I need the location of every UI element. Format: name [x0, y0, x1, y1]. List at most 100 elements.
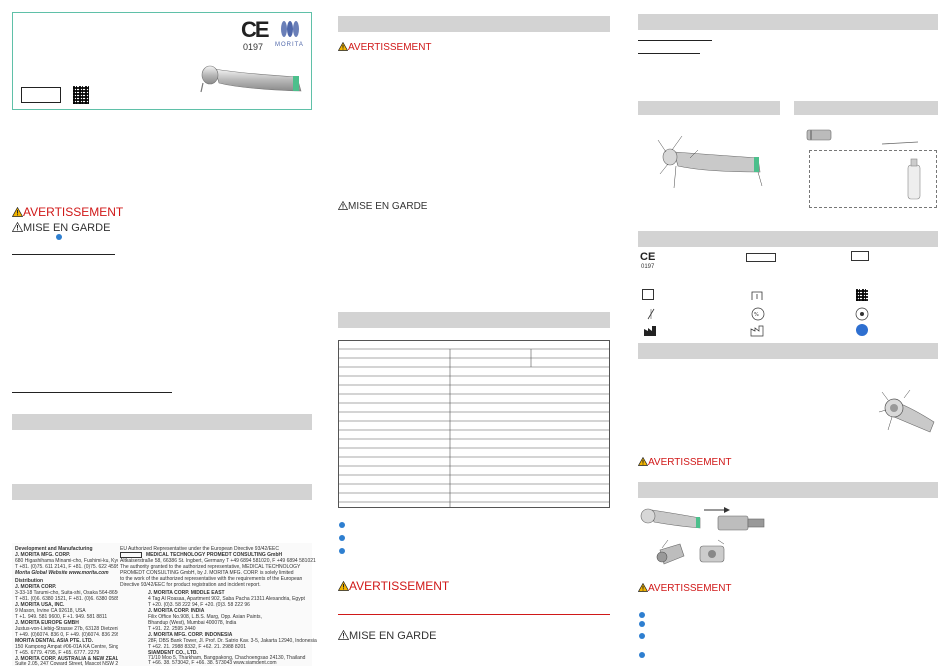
underline-rule [12, 254, 115, 255]
ce-symbol-number: 0197 [641, 264, 655, 270]
section-header-bar [638, 482, 938, 498]
caution-heading: MISE EN GARDE [338, 626, 436, 644]
office-phone: T +20. (0)3. 58 222 94, F +20. (0)3. 58 … [148, 602, 250, 608]
caution-legend: MISE EN GARDE [12, 218, 110, 236]
maker-phone: T +81. (0)75. 611 2141, F +81. (0)75. 62… [15, 564, 120, 570]
warning-triangle-icon [638, 583, 648, 592]
office-address: Filix Office No.908, L.B.S. Marg, Opp. A… [148, 614, 262, 620]
distributor-phone: T +65. 6779. 4795, F +65. 6777. 2279 [15, 650, 100, 656]
instruction-book-icon [642, 289, 654, 300]
section-header-bar [638, 14, 938, 30]
underline-rule [638, 53, 700, 54]
office-address: Bhandup (West), Mumbai 400078, India [148, 620, 237, 626]
info-icon [56, 234, 62, 240]
caution-triangle-icon [338, 630, 349, 640]
warning-label: AVERTISSEMENT [648, 457, 732, 468]
eu-heading: EU Authorized Representative under the E… [120, 546, 279, 552]
warning-label: AVERTISSEMENT [348, 42, 432, 53]
accessory-tool [880, 133, 920, 145]
warning-label: AVERTISSEMENT [648, 583, 732, 594]
info-icon [639, 652, 645, 658]
warning-heading: AVERTISSEMENT [638, 578, 732, 596]
accessory-dashed-box [809, 150, 937, 208]
distributor-address: Suite 2.05, 247 Coward Street, Mascot NS… [15, 661, 149, 667]
distribution-heading: Distribution [15, 578, 44, 584]
distributor-name: J. MORITA EUROPE GMBH [15, 620, 79, 626]
office-name: J. MORITA CORP. MIDDLE EAST [148, 590, 225, 596]
serial-number-symbol-icon [851, 251, 869, 261]
brand-name: MORITA [275, 42, 304, 48]
morita-logo-icon [279, 19, 301, 39]
office-phone: T +66. 38. 573042, F +66. 38. 573043 www… [148, 660, 277, 666]
distributor-address: 3-33-18 Tarumi-cho, Suita-shi, Osaka 564… [15, 590, 137, 596]
maker-name: J. MORITA MFG. CORP. [15, 552, 71, 558]
distributor-name: J. MORITA CORP. [15, 584, 57, 590]
office-address: 28F, DBS Bank Tower, Jl. Prof. Dr. Satri… [148, 638, 317, 644]
manufacturer-icon [643, 324, 657, 336]
qr-code [73, 86, 89, 104]
warning-triangle-icon [338, 581, 349, 591]
datamatrix-icon [856, 289, 868, 301]
office-name: J. MORITA MFG. CORP. INDONESIA [148, 632, 233, 638]
caution-label: MISE EN GARDE [349, 630, 437, 642]
ce-symbol: CE [640, 251, 656, 263]
distributor-address: Justus-von-Liebig-Strasse 27b, 63128 Die… [15, 626, 152, 632]
section-header-bar [638, 231, 938, 247]
info-icon [339, 535, 345, 541]
cover-panel: CE 0197 MORITA [12, 12, 312, 110]
caution-label: MISE EN GARDE [23, 222, 111, 234]
eu-note: The authority granted to the authorized … [120, 564, 301, 570]
office-name: SIAMDENT CO., LTD. [148, 650, 198, 656]
eu-rep-address: Altkaiserstraße 58, 66386 St. Ingbert, G… [120, 558, 316, 564]
caution-triangle-icon [12, 222, 23, 232]
office-address: 71/10 Moo 5, Tharkham, Bangpakong, Chach… [148, 655, 306, 661]
office-phone: T +62. 21. 2988 8332, F +62. 21. 2988 82… [148, 644, 247, 650]
notified-body-number: 0197 [243, 42, 264, 52]
office-name: J. MORITA CORP. INDIA [148, 608, 205, 614]
info-icon [339, 522, 345, 528]
caution-heading: MISE EN GARDE [338, 196, 427, 214]
eu-note: Directive 93/42/EEC for product registra… [120, 582, 261, 588]
caution-label: MISE EN GARDE [348, 201, 428, 212]
underline-rule [638, 40, 712, 41]
distributor-name: J. MORITA CORP. AUSTRALIA & NEW ZEALAND [15, 656, 130, 662]
distributor-phone: T +49. (0)6074. 836 0, F +49. (0)6074. 8… [15, 632, 120, 638]
section-header-bar [794, 101, 938, 115]
maker-address: 680 Higashihama Minami-cho, Fushimi-ku, … [15, 558, 163, 564]
office-phone: T +91. 22. 2595 2440 [148, 626, 196, 632]
handpiece-illustration [197, 59, 307, 99]
do-not-reuse-icon [646, 307, 656, 320]
head-detail-illustration [878, 389, 936, 436]
distributor-name: J. MORITA USA, INC. [15, 602, 65, 608]
accessory-cartridge [806, 128, 832, 142]
distributor-name: MORITA DENTAL ASIA PTE. LTD. [15, 638, 93, 644]
warning-triangle-icon [638, 457, 648, 466]
ec-rep-symbol-icon [746, 253, 776, 262]
ec-rep-icon [120, 552, 142, 558]
section-header-bar [12, 484, 312, 500]
warning-label: AVERTISSEMENT [349, 579, 450, 593]
info-icon [639, 621, 645, 627]
dev-heading: Development and Manufacturing [15, 546, 93, 552]
info-icon [339, 548, 345, 554]
eu-note: PROMEDT CONSULTING GmbH, by J. MORITA MF… [120, 570, 294, 576]
warning-rule [338, 614, 610, 615]
section-header-bar [338, 312, 610, 328]
follow-instructions-icon [856, 324, 868, 336]
svg-text:%: % [754, 312, 759, 318]
warning-label: AVERTISSEMENT [23, 205, 124, 219]
warning-triangle-icon [338, 42, 348, 51]
warning-heading: AVERTISSEMENT [338, 37, 432, 55]
eu-note: to the work of the authorized representa… [120, 576, 303, 582]
eu-rep-name: MEDICAL TECHNOLOGY PROMEDT CONSULTING Gm… [146, 552, 283, 558]
warning-heading: AVERTISSEMENT [638, 452, 732, 470]
atmospheric-pressure-icon [855, 307, 869, 321]
section-header-bar [338, 16, 610, 32]
attachment-illustration [638, 502, 768, 576]
section-header-bar [638, 343, 938, 359]
warning-heading: AVERTISSEMENT [338, 577, 449, 595]
distributor-address: 9 Mason, Irvine CA 92618, USA [15, 608, 86, 614]
ce-mark: CE [241, 17, 270, 42]
keep-dry-icon [750, 289, 764, 301]
section-header-bar [12, 414, 312, 430]
